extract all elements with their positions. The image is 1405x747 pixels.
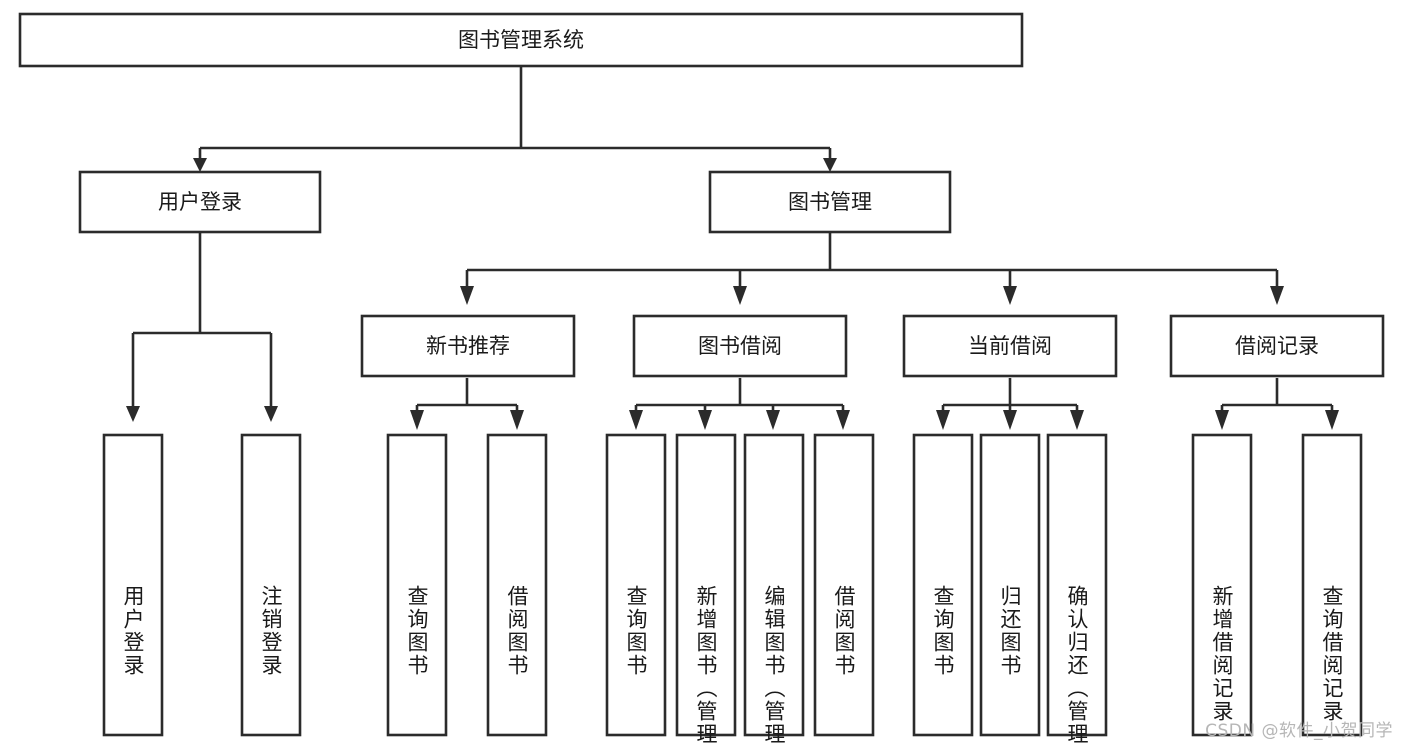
leaf-record-add[interactable]: 新增借阅记录 [1191,433,1253,737]
node-new-book-recommend-box[interactable] [360,314,576,378]
leaf-user-login-logout[interactable]: 注销登录 [240,433,302,737]
node-user-login[interactable]: 用户登录 [78,170,322,234]
node-borrow-record[interactable]: 借阅记录 [1169,314,1385,378]
leaf-borrow-query-box[interactable] [605,433,667,737]
leaf-borrow-add[interactable]: 新增图书（管理员） [675,433,737,747]
leaf-record-query-label: 查询借阅记录 [1320,585,1344,723]
arrow-head-newbook-leaf-2 [510,410,524,430]
leaf-current-return-label: 归还图书 [998,585,1022,677]
leaf-newbook-query-box[interactable] [386,433,448,737]
arrow-head-record-leaf-1 [1215,410,1229,430]
leaf-borrow-lend[interactable]: 借阅图书 [813,433,875,737]
node-new-book-recommend-label: 新书推荐 [426,334,510,358]
leaf-newbook-borrow-label: 借阅图书 [505,585,529,677]
arrow-head-newbook-leaf-1 [410,410,424,430]
leaf-borrow-query-label: 查询图书 [624,585,648,677]
leaf-newbook-query[interactable]: 查询图书 [386,433,448,737]
node-new-book-recommend[interactable]: 新书推荐 [360,314,576,378]
leaf-borrow-add-label: 新增图书（管理员） [694,585,718,747]
arrow-head-record-leaf-2 [1325,410,1339,430]
arrow-head-user-login [193,158,207,172]
node-book-borrow[interactable]: 图书借阅 [632,314,848,378]
leaf-current-return-box[interactable] [979,433,1041,737]
arrow-head-borrow-leaf-2 [698,410,712,430]
arrow-head-user-login-leaf [126,406,140,422]
node-current-borrow-label: 当前借阅 [968,334,1052,358]
node-current-borrow[interactable]: 当前借阅 [902,314,1118,378]
arrow-head-book-borrow [733,286,747,305]
node-root[interactable]: 图书管理系统 [18,12,1024,68]
leaf-user-login-logout-box[interactable] [240,433,302,737]
leaf-current-query-box[interactable] [912,433,974,737]
leaf-current-return[interactable]: 归还图书 [979,433,1041,737]
leaf-newbook-borrow[interactable]: 借阅图书 [486,433,548,737]
leaf-borrow-edit-label: 编辑图书（管理员） [762,585,786,747]
arrow-head-logout-leaf [264,406,278,422]
arrow-head-current-borrow [1003,286,1017,305]
leaf-borrow-lend-box[interactable] [813,433,875,737]
node-book-management[interactable]: 图书管理 [708,170,952,234]
leaf-current-query[interactable]: 查询图书 [912,433,974,737]
node-user-login-label: 用户登录 [158,190,242,214]
node-root-box[interactable] [18,12,1024,68]
node-book-management-label: 图书管理 [788,190,872,214]
leaf-user-login-login[interactable]: 用户登录 [102,433,164,737]
arrow-head-new-book-rec [460,286,474,305]
arrow-head-current-leaf-3 [1070,410,1084,430]
arrow-head-borrow-leaf-1 [629,410,643,430]
leaf-record-add-box[interactable] [1191,433,1253,737]
node-current-borrow-box[interactable] [902,314,1118,378]
connector-layer [126,66,1339,430]
leaf-user-login-login-label: 用户登录 [121,585,145,677]
leaf-current-query-label: 查询图书 [931,585,955,677]
leaf-current-confirm-return[interactable]: 确认归还（管理员） [1046,433,1108,747]
arrow-head-borrow-leaf-3 [766,410,780,430]
node-book-management-box[interactable] [708,170,952,234]
leaf-user-login-logout-label: 注销登录 [259,585,283,677]
node-borrow-record-label: 借阅记录 [1235,334,1319,358]
leaf-newbook-query-label: 查询图书 [405,585,429,677]
node-user-login-box[interactable] [78,170,322,234]
leaf-record-add-label: 新增借阅记录 [1210,585,1234,723]
arrow-head-borrow-record [1270,286,1284,305]
leaf-user-login-login-box[interactable] [102,433,164,737]
leaf-current-confirm-return-label: 确认归还（管理员） [1065,585,1089,747]
node-book-borrow-box[interactable] [632,314,848,378]
leaf-borrow-query[interactable]: 查询图书 [605,433,667,737]
leaf-borrow-add-box[interactable] [675,433,737,737]
arrow-head-current-leaf-2 [1003,410,1017,430]
leaf-borrow-edit[interactable]: 编辑图书（管理员） [743,433,805,747]
leaf-record-query[interactable]: 查询借阅记录 [1301,433,1363,737]
arrow-head-book-mgmt [823,158,837,172]
leaf-current-confirm-return-box[interactable] [1046,433,1108,737]
leaf-newbook-borrow-box[interactable] [486,433,548,737]
leaf-borrow-lend-label: 借阅图书 [832,585,856,677]
arrow-head-current-leaf-1 [936,410,950,430]
node-root-label: 图书管理系统 [458,28,584,52]
leaf-record-query-box[interactable] [1301,433,1363,737]
arrow-head-borrow-leaf-4 [836,410,850,430]
node-book-borrow-label: 图书借阅 [698,334,782,358]
node-borrow-record-box[interactable] [1169,314,1385,378]
leaf-borrow-edit-box[interactable] [743,433,805,737]
